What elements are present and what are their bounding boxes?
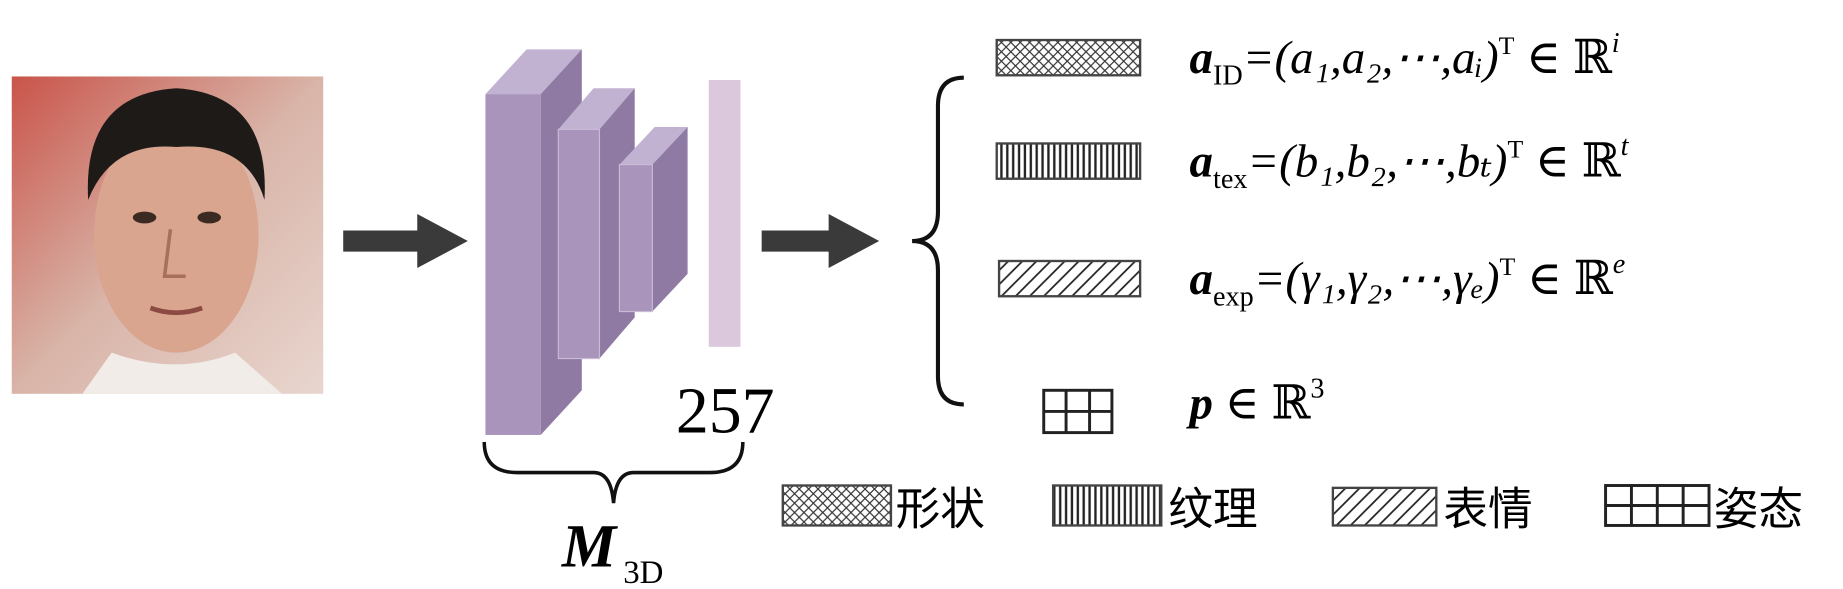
- legend-item-expression: 表情: [1331, 483, 1533, 535]
- bottom-brace: [482, 441, 745, 504]
- svg-text:p ∈ ℝ3: p ∈ ℝ3: [1185, 373, 1324, 429]
- svg-text:atex=(b₁,b₂,⋯,bₜ)T ∈ ℝt: atex=(b₁,b₂,⋯,bₜ)T ∈ ℝt: [1189, 131, 1629, 195]
- svg-text:姿态: 姿态: [1714, 483, 1803, 535]
- layer-block-3: [618, 127, 688, 313]
- layer-size-label: 257: [676, 375, 775, 448]
- arrow-right-icon: [343, 213, 468, 269]
- crosshatch-pattern-icon: [995, 38, 1142, 77]
- svg-text:纹理: 纹理: [1168, 483, 1257, 535]
- svg-text:形状: 形状: [896, 483, 985, 535]
- legend-item-pose: 姿态: [1604, 483, 1803, 535]
- grid-pattern-icon: [1042, 388, 1114, 435]
- cnn-layers: [485, 49, 741, 435]
- diagonal-stripes-pattern-icon: [997, 259, 1142, 298]
- output-layer: [708, 79, 741, 347]
- output-brace: [911, 75, 964, 407]
- diagonal-stripes-pattern-icon: [1331, 486, 1438, 527]
- grid-pattern-icon: [1604, 484, 1711, 527]
- vertical-stripes-pattern-icon: [995, 142, 1142, 180]
- legend-item-shape: 形状: [781, 483, 985, 535]
- output-row-expression: aexp=(γ₁,γ₂,⋯,γₑ)T ∈ ℝe: [997, 249, 1625, 313]
- legend: 形状 纹理 表情 姿态: [781, 483, 1803, 535]
- svg-text:aexp=(γ₁,γ₂,⋯,γₑ)T ∈ ℝe: aexp=(γ₁,γ₂,⋯,γₑ)T ∈ ℝe: [1189, 249, 1625, 313]
- crosshatch-pattern-icon: [781, 484, 893, 527]
- svg-text:aID=(a₁,a₂,⋯,aᵢ)T ∈ ℝi: aID=(a₁,a₂,⋯,aᵢ)T ∈ ℝi: [1189, 28, 1619, 92]
- output-row-shape: aID=(a₁,a₂,⋯,aᵢ)T ∈ ℝi: [995, 28, 1620, 92]
- output-row-pose: p ∈ ℝ3: [1042, 373, 1324, 435]
- input-face-image: [11, 76, 324, 394]
- vertical-stripes-pattern-icon: [1051, 484, 1163, 527]
- output-row-texture: atex=(b₁,b₂,⋯,bₜ)T ∈ ℝt: [995, 131, 1630, 195]
- legend-item-texture: 纹理: [1051, 483, 1258, 535]
- arrow-right-icon: [761, 213, 880, 269]
- svg-text:表情: 表情: [1443, 483, 1532, 535]
